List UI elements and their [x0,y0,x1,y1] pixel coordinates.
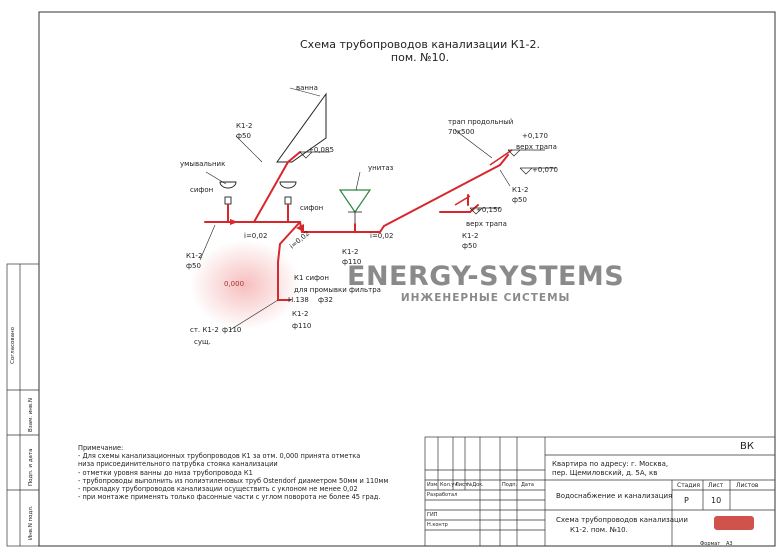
label-sifon-1: сифон [190,186,214,194]
label-unitaz: унитаз [368,164,394,172]
stamp-format-label: Формат [700,541,721,547]
label-elev-0170: +0,170 [522,132,548,140]
label-verh-trapa-1: верх трапа [516,143,557,151]
label-d110-st: ф110 [222,326,242,334]
notes-heading: Примечание: [78,444,124,452]
stamp-col-sign: Подп. [502,482,518,488]
stamp-col-doc: №Док. [467,482,484,488]
stamp-section: Водоснабжение и канализация [556,492,673,500]
watermark-logo: ENERGY-SYSTEMS ИНЖЕНЕРНЫЕ СИСТЕМЫ [347,261,625,305]
stamp-col-list: Лист [455,482,468,488]
note-item: - трубопроводы выполнить из полиэтиленов… [78,476,389,485]
toilet-symbol [338,189,372,214]
company-logo-badge [714,516,754,530]
drawing-title-line1: Схема трубопроводов канализации К1-2. [300,38,540,51]
side-label-vzam: Взам. инв.N [28,398,34,432]
label-elev-0150: +0,150 [476,206,502,214]
floor-drain-symbols [454,149,513,206]
label-elev-0085: +0,085 [308,146,334,154]
label-n138: Н.138 [288,296,309,304]
label-vanna: ванна [296,84,318,92]
label-promyvka: для промывки фильтра [294,286,381,294]
stamp-stage: Р [684,496,689,505]
stamp-gip: ГИП [427,512,438,518]
stamp-nkontr: Н.контр [427,522,448,528]
label-trap-size: 70х500 [448,128,475,136]
stamp-sheet-header: Лист [708,482,724,489]
label-slope-a: i=0,02 [244,232,268,240]
stamp-col-kol: Кол.уч. [440,482,459,488]
label-k12-top: К1-2 [236,122,253,130]
stamp-sheets-header: Листов [736,482,759,489]
label-d32: ф32 [318,296,333,304]
label-d50-right: ф50 [512,196,527,204]
label-k1-sifon: К1 сифон [294,274,329,282]
stamp-drawing: Схема трубопроводов канализации [556,516,688,524]
washbasin-symbols [219,181,297,205]
title-block [424,436,776,547]
label-trap: трап продольный [448,118,514,126]
label-k12-right: К1-2 [512,186,529,194]
label-d110-mid: ф110 [342,258,362,266]
stamp-col-date: Дата [521,482,534,488]
stamp-code: ВК [740,441,754,452]
flow-arrows [230,219,304,232]
label-sush: сущ. [194,338,211,346]
label-elev-0070: +0,070 [532,166,558,174]
sewer-pipes [204,151,509,301]
label-d110-low: ф110 [292,322,312,330]
label-k12-left: К1-2 [186,252,203,260]
note-item: низа присоединительного патрубка стояка … [78,460,278,469]
side-strip [6,263,40,547]
watermark-line1: ENERGY-SYSTEMS [347,261,625,292]
label-umyvalnik: умывальник [180,160,226,168]
label-d50-left: ф50 [186,262,201,270]
label-d50-trap: ф50 [462,242,477,250]
stamp-address2: пер. Щемиловский, д. 5А, кв [552,469,658,477]
label-verh-trapa-2: верх трапа [466,220,507,228]
note-item: - прокладку трубопроводов канализации ос… [78,485,358,494]
leader-lines [199,129,511,331]
stamp-razrab: Разработал [427,492,458,498]
stamp-stage-header: Стадия [677,482,701,489]
note-item: - при монтаже применять только фасонные … [78,493,381,502]
label-elev-0000: 0,000 [224,280,245,288]
label-d50-top: ф50 [236,132,251,140]
notes-block: Примечание: - Для схемы канализационных … [78,444,388,501]
stamp-col-izm: Изм. [427,482,439,488]
stamp-sheet: 10 [711,496,722,505]
side-label-podp: Подп. и дата [28,449,34,486]
label-slope-b: i=0,02 [370,232,394,240]
stamp-drawing2: К1-2. пом. №10. [570,526,628,534]
note-item: - отметки уровня ванны до низа трубопров… [78,468,253,477]
drawing-title-line2: пом. №10. [390,51,450,64]
label-k12-low: К1-2 [292,310,309,318]
stamp-format: А3 [726,541,733,547]
side-label-inv: Инв.N подл. [28,505,34,540]
label-k12-trap: К1-2 [462,232,479,240]
label-k12-mid: К1-2 [342,248,359,256]
label-st-k12: ст. К1-2 [190,326,219,334]
drawing-title: Схема трубопроводов канализации К1-2. по… [300,38,540,64]
watermark-line2: ИНЖЕНЕРНЫЕ СИСТЕМЫ [400,292,571,304]
highlight-glow [190,240,300,330]
label-sifon-2: сифон [300,204,324,212]
note-item: - Для схемы канализационных трубопроводо… [78,452,361,461]
stamp-address: Квартира по адресу: г. Москва, [552,460,669,468]
elevation-markers [299,149,556,215]
side-label-soglasovano: Согласовано [10,326,16,364]
